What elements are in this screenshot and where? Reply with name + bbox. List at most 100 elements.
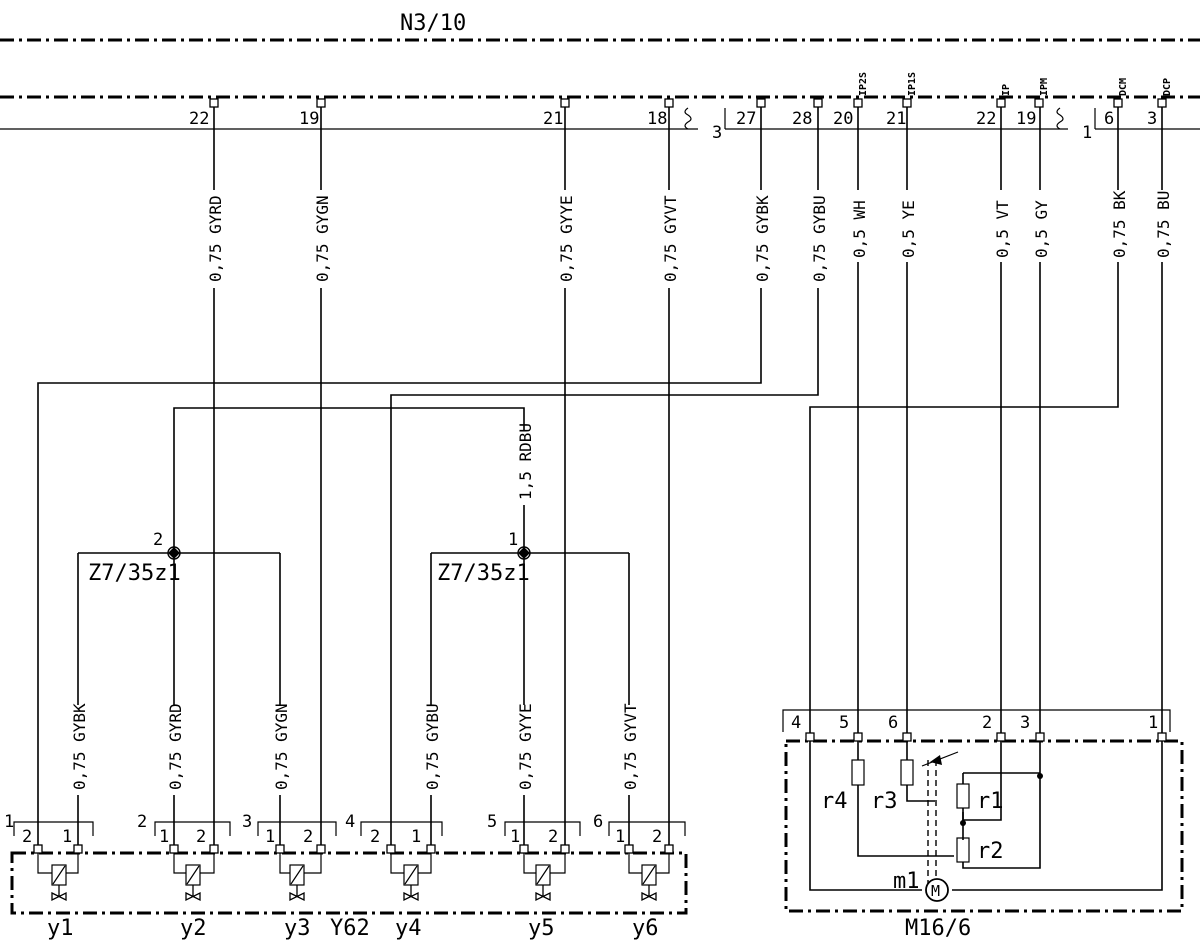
ecu-pin-3-dcp: 3 DCP	[1147, 78, 1173, 129]
wire-label: 0,5 GY	[1032, 200, 1051, 258]
valve-pin-left: 2	[370, 827, 380, 847]
valve-plug-number: 1	[4, 812, 14, 832]
resistor-label: r1	[977, 789, 1004, 814]
motor-m1-icon	[925, 878, 949, 902]
valve-id: y6	[632, 916, 659, 941]
wiper-arrowhead-icon	[930, 755, 942, 765]
splice-z7-35z1-1: 1 Z7/35z1	[437, 530, 531, 586]
motor-wire-6	[906, 741, 935, 802]
connector-break-icon	[1056, 107, 1064, 130]
ecu-pin-signal: IP1S	[907, 72, 918, 96]
motor-pin-number: 5	[839, 713, 849, 733]
wire-label: 0,5 YE	[899, 200, 918, 258]
ecu-pin-signal: IP	[1001, 84, 1012, 96]
ecu-pin-signal: IPM	[1039, 78, 1050, 96]
motor-wire-5	[857, 741, 954, 857]
ecu-pin-signal: DCP	[1162, 78, 1173, 96]
ecu-pin-signal: IP2S	[858, 72, 869, 96]
valve-pin-right: 1	[62, 827, 72, 847]
wire-label: 0,75 GYGN	[313, 195, 332, 282]
resistor-r2	[956, 837, 970, 863]
wire-gybk	[37, 107, 762, 845]
motor-label: m1	[893, 869, 920, 894]
valve-icon	[185, 885, 201, 902]
splice-name: Z7/35z1	[88, 561, 181, 586]
valve-wire-label: 0,75 GYYE	[516, 703, 535, 790]
connector-break-icon	[684, 107, 692, 130]
ecu-pin-19-ipm: 19 IPM	[1016, 78, 1050, 129]
ecu-connector-label-3: 3	[712, 123, 722, 143]
ecu-n3-10: N3/10 3 1 22 19 21 18 27 28	[0, 11, 1200, 143]
junction-dot	[1037, 773, 1043, 779]
valve-y2: 2 1 2 y2	[137, 812, 231, 941]
motor-unit-m16-6: M16/6 4 5 6 2 3 1 r4 r3 r1	[782, 709, 1184, 941]
wire-label: 0,75 GYBU	[810, 195, 829, 282]
ecu-pin-18: 18	[647, 98, 674, 129]
ecu-pin-6-dcm: 6 DCM	[1104, 78, 1129, 129]
wire-rdbu	[173, 407, 525, 553]
valve-plug-number: 2	[137, 812, 147, 832]
splice-icon	[518, 547, 530, 559]
splice-z7-35z1-2: 2 Z7/35z1	[88, 530, 181, 586]
ecu-pin-21-ip1s: 21 IP1S	[886, 72, 918, 129]
valve-y5: 5 1 2 y5	[487, 812, 581, 941]
wire-gybu	[390, 107, 819, 845]
resistor-r3	[900, 759, 914, 786]
wire-label: 0,75 GYRD	[206, 195, 225, 282]
valve-pin-left: 1	[510, 827, 520, 847]
valve-pin-left: 1	[615, 827, 625, 847]
wire-label: 0,5 WH	[850, 200, 869, 258]
valve-icon	[535, 885, 551, 902]
splice-pin: 1	[508, 530, 518, 550]
valve-id: y3	[284, 916, 311, 941]
motor-unit-pins: 4 5 6 2 3 1	[791, 713, 1167, 742]
junction-dot	[960, 820, 966, 826]
valve-plug-number: 3	[242, 812, 252, 832]
valve-id: y2	[180, 916, 207, 941]
ecu-pin-number: 21	[886, 109, 906, 129]
wire-splice2-branches	[77, 552, 281, 845]
valve-wire-label: 0,75 GYBK	[70, 703, 89, 790]
valve-block-y62: Y62 1 2 1 y1 2 1 2 y2	[4, 812, 688, 941]
ecu-pin-signal: DCM	[1118, 78, 1129, 96]
ecu-pin-number: 27	[736, 109, 756, 129]
wire-label: 0,75 GYBK	[753, 195, 772, 282]
valve-y1: 1 2 1 y1	[4, 812, 94, 941]
ecu-pin-number: 22	[976, 109, 996, 129]
motor-pin-number: 4	[791, 713, 801, 733]
valve-pin-left: 1	[159, 827, 169, 847]
resistor-r1	[956, 783, 970, 809]
valve-pin-right: 2	[652, 827, 662, 847]
ecu-pin-number: 6	[1104, 109, 1114, 129]
valve-y3: 3 1 2 y3	[242, 812, 337, 941]
valve-wire-label: 0,75 GYGN	[272, 703, 291, 790]
valve-icon	[641, 885, 657, 902]
motor-unit-name: M16/6	[905, 916, 971, 941]
wire-splice1-branches	[430, 552, 630, 845]
valve-plug-number: 5	[487, 812, 497, 832]
valve-wire-label: 0,75 GYVT	[621, 703, 640, 790]
resistor-r4	[851, 759, 865, 786]
valve-pin-left: 1	[265, 827, 275, 847]
valve-y6: 6 1 2 y6	[593, 812, 686, 941]
motor-pin-number: 3	[1020, 713, 1030, 733]
wire-bk	[809, 107, 1119, 733]
valve-pin-right: 2	[548, 827, 558, 847]
valve-id: y5	[528, 916, 555, 941]
motor-symbol: M	[931, 882, 940, 900]
valve-icon	[289, 885, 305, 902]
valve-icon	[403, 885, 419, 902]
valve-pin-left: 2	[22, 827, 32, 847]
ecu-pin-28: 28	[792, 98, 823, 129]
valve-block-name: Y62	[330, 916, 370, 941]
ecu-pin-number: 28	[792, 109, 812, 129]
splice-pin: 2	[153, 530, 163, 550]
valve-y4: 4 2 1 y4	[345, 812, 443, 941]
valve-icon	[51, 885, 67, 902]
motor-pin-number: 1	[1148, 713, 1158, 733]
valve-id: y1	[47, 916, 74, 941]
ecu-pin-number: 20	[833, 109, 853, 129]
ecu-pin-number: 19	[1016, 109, 1036, 129]
valve-wire-label: 0,75 GYBU	[423, 703, 442, 790]
